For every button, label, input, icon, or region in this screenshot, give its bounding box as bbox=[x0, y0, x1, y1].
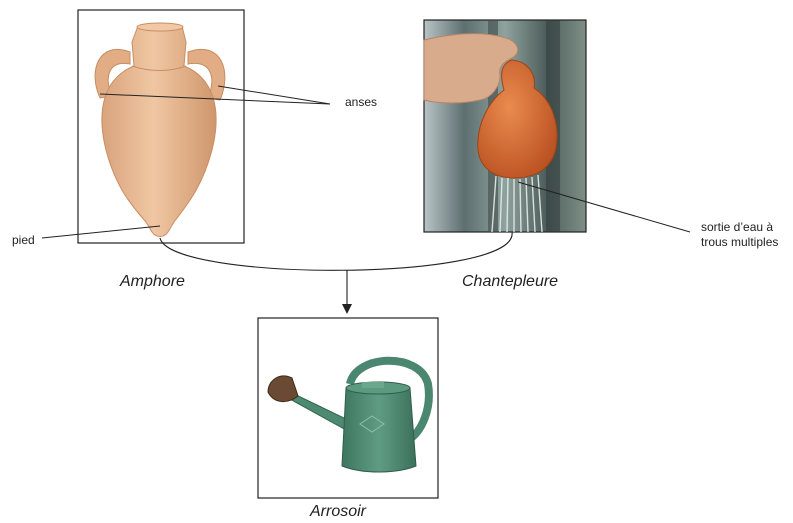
chantepleure-caption: Chantepleure bbox=[462, 273, 558, 290]
amphore-caption: Amphore bbox=[119, 273, 185, 290]
amphore-picture bbox=[78, 10, 244, 243]
sortie-label-line2: trous multiples bbox=[701, 235, 778, 249]
arrow-head bbox=[342, 304, 352, 314]
amphore-rim bbox=[137, 23, 183, 31]
pied-label: pied bbox=[12, 233, 35, 247]
sortie-label-line1: sortie d’eau à bbox=[701, 220, 773, 234]
chantepleure-picture bbox=[424, 20, 586, 232]
arrosoir-caption: Arrosoir bbox=[309, 503, 367, 520]
arrosoir-picture bbox=[258, 318, 438, 498]
can-body bbox=[342, 388, 416, 472]
anses-label: anses bbox=[345, 95, 377, 109]
